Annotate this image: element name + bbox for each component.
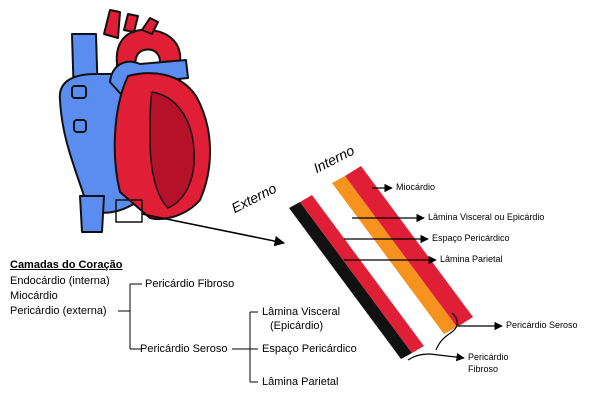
tree-seroso-label: Pericárdio Seroso — [140, 343, 228, 355]
callout-seroso: Pericárdio Seroso — [506, 320, 578, 330]
wall-layers-strip — [289, 166, 473, 359]
layer-visceral — [332, 176, 457, 334]
summary-item-miocardio: Miocárdio — [10, 290, 58, 302]
summary-item-endocardio: Endocárdio (interna) — [10, 275, 110, 287]
callout-parietal: Lâmina Parietal — [440, 254, 503, 264]
bracket-seroso — [435, 312, 458, 351]
summary-item-pericardio: Pericárdio (externa) — [10, 305, 107, 317]
pulmonary-vein-2 — [73, 119, 87, 133]
tree-epicardio-label: (Epicárdio) — [270, 320, 324, 332]
bracket-fibroso — [407, 353, 431, 361]
aortic-branch-2 — [123, 13, 139, 33]
pulmonary-vein-1 — [71, 85, 87, 99]
layer-fibrous — [289, 202, 412, 359]
aortic-branch-1 — [103, 9, 121, 39]
aortic-branch-3 — [141, 17, 159, 35]
callout-arrow-fibroso — [429, 352, 465, 362]
layers-title: Camadas do Coração — [10, 259, 123, 271]
callout-pericardio: Pericárdio — [468, 352, 509, 362]
callout-fibroso: Fibroso — [468, 364, 499, 374]
tree-visceral-label: Lâmina Visceral — [262, 306, 341, 318]
layer-parietal — [300, 195, 424, 353]
callout-visceral: Lâmina Visceral ou Epicárdio — [428, 212, 545, 222]
callout-miocardio: Miocárdio — [396, 182, 436, 192]
tree-fibroso-label: Pericárdio Fibroso — [145, 278, 235, 290]
zoom-arrow — [141, 213, 286, 247]
layer-space — [312, 183, 444, 346]
tree-parietal-label: Lâmina Parietal — [262, 376, 339, 388]
tree-connectors — [118, 283, 258, 383]
layer-myocardium — [345, 166, 473, 327]
tree-espaco-label: Espaço Pericárdico — [262, 343, 357, 355]
heart-illustration — [58, 9, 212, 233]
ventricle-interior — [149, 91, 195, 209]
callout-espaco: Espaço Pericárdico — [432, 233, 510, 243]
inferior-vena-cava — [79, 195, 105, 233]
zoom-box — [115, 199, 143, 223]
